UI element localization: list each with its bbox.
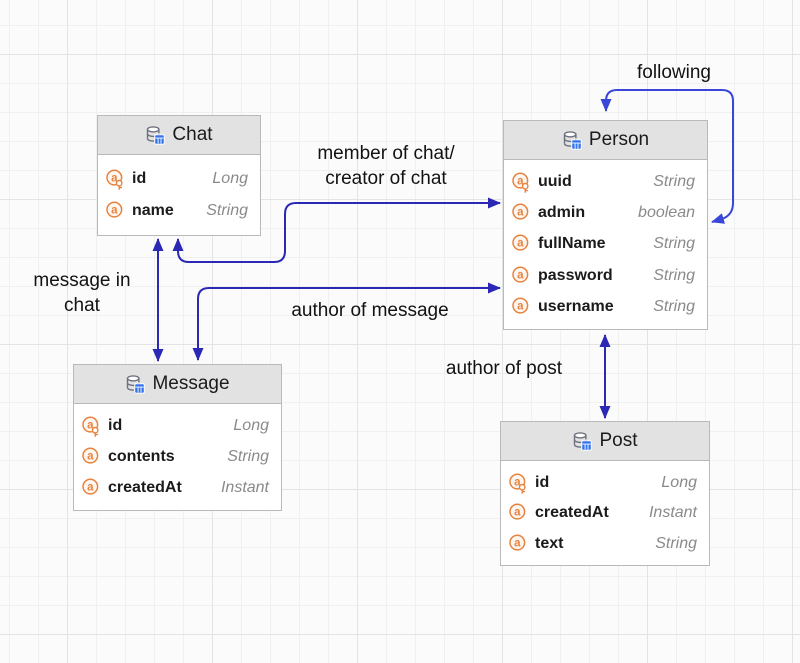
field-row-password[interactable]: password String <box>504 265 707 287</box>
entity-message-fields: id Long contents String createdAt Instan… <box>74 404 281 510</box>
field-type: Instant <box>648 504 697 521</box>
edge-label-text: message in <box>33 270 131 291</box>
field-row-id[interactable]: id Long <box>98 168 260 190</box>
attribute-icon <box>508 533 528 555</box>
field-name: id <box>108 417 123 434</box>
field-name: password <box>538 266 613 284</box>
edge-following[interactable] <box>600 89 734 224</box>
entity-chat-fields: id Long name String <box>98 155 260 235</box>
edge-author-of-message[interactable] <box>192 282 501 361</box>
field-type: Long <box>212 169 248 187</box>
field-name: text <box>535 534 564 552</box>
edge-label-text: chat <box>64 295 100 316</box>
edge-member-creator-of-chat[interactable] <box>172 197 501 263</box>
entity-chat[interactable]: Chat id Long name String <box>97 115 261 236</box>
attribute-primary-key-icon <box>81 415 101 437</box>
entity-post-header[interactable]: Post <box>501 422 709 461</box>
edge-label-text: following <box>637 62 711 83</box>
field-name: uuid <box>538 173 572 191</box>
edge-label-text: author of message <box>291 300 449 321</box>
field-row-uuid[interactable]: uuid String <box>504 171 707 193</box>
attribute-icon <box>511 202 531 224</box>
entity-person-fields: uuid String admin boolean fullName Strin… <box>504 160 707 329</box>
field-type: String <box>653 173 695 191</box>
database-table-icon <box>562 130 582 150</box>
attribute-icon <box>511 233 531 255</box>
edge-label-text: author of post <box>445 358 563 379</box>
field-name: id <box>535 473 550 491</box>
edge-label-following: following <box>620 60 728 85</box>
entity-post[interactable]: Post id Long createdAt Instant text Stri… <box>500 421 710 566</box>
attribute-icon <box>511 265 531 287</box>
field-name: admin <box>538 204 586 222</box>
entity-title: Post <box>599 430 638 451</box>
field-row-createdat[interactable]: createdAt Instant <box>74 477 281 499</box>
attribute-primary-key-icon <box>508 472 528 494</box>
field-type: String <box>653 297 695 315</box>
field-name: id <box>132 169 147 187</box>
attribute-icon <box>508 502 528 524</box>
field-row-username[interactable]: username String <box>504 296 707 318</box>
field-type: boolean <box>638 204 695 222</box>
field-row-contents[interactable]: contents String <box>74 446 281 468</box>
entity-person[interactable]: Person uuid String admin boolean fullNam… <box>503 120 708 330</box>
edge-label-message-in-chat: message in chat <box>18 268 146 318</box>
field-row-fullname[interactable]: fullName String <box>504 233 707 255</box>
field-type: String <box>653 266 695 284</box>
field-row-text[interactable]: text String <box>501 533 709 555</box>
attribute-icon <box>105 200 125 222</box>
field-row-name[interactable]: name String <box>98 200 260 222</box>
field-type: String <box>653 235 695 253</box>
edge-label-text: creator of chat <box>325 168 447 189</box>
field-type: Long <box>661 473 697 491</box>
field-name: fullName <box>538 235 606 253</box>
attribute-icon <box>511 296 531 318</box>
entity-title: Message <box>152 373 230 394</box>
field-row-createdat[interactable]: createdAt Instant <box>501 502 709 524</box>
database-table-icon <box>572 431 592 451</box>
field-type: Long <box>233 417 269 434</box>
field-row-id[interactable]: id Long <box>501 472 709 494</box>
entity-message[interactable]: Message id Long contents String createdA… <box>73 364 282 511</box>
edge-label-text: member of chat/ <box>317 143 455 164</box>
entity-title: Chat <box>172 124 213 145</box>
attribute-primary-key-icon <box>511 171 531 193</box>
field-type: Instant <box>220 479 269 496</box>
field-name: createdAt <box>535 504 609 521</box>
database-table-icon <box>125 374 145 394</box>
edge-label-author-of-post: author of post <box>428 356 580 381</box>
field-type: String <box>655 534 697 552</box>
field-row-admin[interactable]: admin boolean <box>504 202 707 224</box>
edge-label-member-creator-of-chat: member of chat/ creator of chat <box>286 141 486 191</box>
attribute-primary-key-icon <box>105 168 125 190</box>
database-table-icon <box>145 125 165 145</box>
entity-person-header[interactable]: Person <box>504 121 707 160</box>
entity-message-header[interactable]: Message <box>74 365 281 404</box>
entity-post-fields: id Long createdAt Instant text String <box>501 461 709 565</box>
field-name: username <box>538 297 614 315</box>
field-name: name <box>132 202 174 220</box>
entity-chat-header[interactable]: Chat <box>98 116 260 155</box>
field-type: String <box>227 448 269 465</box>
field-name: createdAt <box>108 479 182 496</box>
field-row-id[interactable]: id Long <box>74 415 281 437</box>
edge-label-author-of-message: author of message <box>266 298 474 323</box>
entity-title: Person <box>588 129 650 150</box>
attribute-icon <box>81 477 101 499</box>
field-name: contents <box>108 448 175 465</box>
field-type: String <box>206 202 248 220</box>
attribute-icon <box>81 446 101 468</box>
